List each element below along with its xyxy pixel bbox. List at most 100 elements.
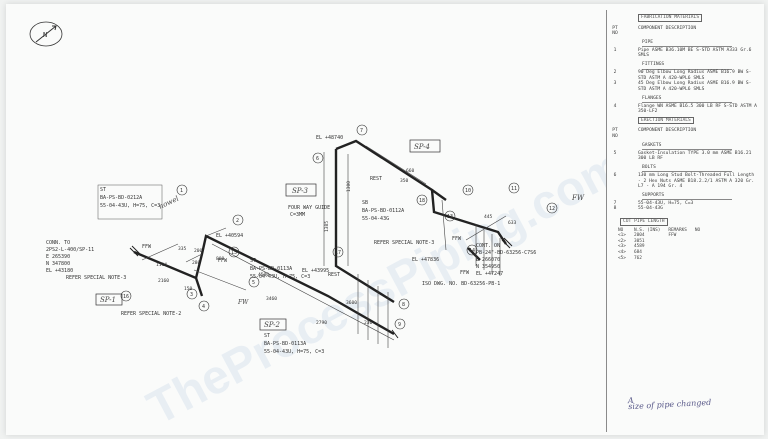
balloon-num: 10 xyxy=(465,188,471,194)
spool-label: SP-2 xyxy=(264,321,280,329)
ffw-label: FFW xyxy=(218,258,228,264)
cut-len: 2004 xyxy=(633,233,645,239)
guide-note: FOUR WAY GUIDE xyxy=(288,205,330,211)
elevation: EL +40594 xyxy=(216,233,243,239)
special-note: REFER SPECIAL NOTE-2 xyxy=(121,311,181,317)
component-header: COMPONENT DESCRIPTION xyxy=(638,128,697,134)
cut-header: REMARKS xyxy=(668,227,687,233)
dim: 800 xyxy=(216,256,225,262)
component-header: COMPONENT DESCRIPTION xyxy=(638,25,697,31)
bom-row: 4 Flange WN ASME B16.5 300 LB RF S-STD AS… xyxy=(610,104,760,115)
bom-header: PT NO COMPONENT DESCRIPTION xyxy=(610,128,760,139)
cut-header-row: NO N.S. (INS) REMARKS NO xyxy=(614,228,704,234)
balloon-num: 9 xyxy=(398,322,401,328)
balloon-num: 12 xyxy=(549,206,555,212)
section-supports: SUPPORTS xyxy=(642,193,760,200)
dim: 3460 xyxy=(266,296,277,302)
north-arrow-icon: N xyxy=(29,21,63,47)
fw-label: FW xyxy=(571,194,585,202)
cut-len: 684 xyxy=(633,250,642,255)
callout-text: BA-PS-BD-0113A xyxy=(250,266,292,272)
balloon-num: 16 xyxy=(123,294,129,300)
rest-note: REST xyxy=(370,176,382,182)
dim: 230 xyxy=(364,320,373,326)
cont-text: N 354950 xyxy=(476,264,500,270)
iso-drawing-number: ISO DWG. NO. BD-63256-PB-1 xyxy=(422,281,500,287)
ffw-label: FFW xyxy=(460,270,470,276)
callout-text: 55-04-43U, H=75, C=3 xyxy=(264,349,324,355)
section-bolts: BOLTS xyxy=(642,165,760,172)
callout-text: 55-04-43U, H=75, C=3 xyxy=(100,203,160,209)
cut-header: NO xyxy=(618,227,624,233)
item-desc: 55-04-43U, H=75, C=3 xyxy=(638,200,694,206)
cut-no: <2> xyxy=(618,238,626,244)
item-no: 7 xyxy=(613,200,617,206)
special-note: REFER SPECIAL NOTE-3 xyxy=(374,240,434,246)
balloon-num: 18 xyxy=(419,198,425,204)
item-desc: 45 Deg Elbow Long Radius ASME B16.9 BW S… xyxy=(638,81,752,92)
balloon-num: 7 xyxy=(360,128,363,134)
item-desc: Flange WN ASME B16.5 300 LB RF S-STD AST… xyxy=(638,103,757,115)
callout-sp3: SB BA-PS-BD-0112A 55-04-43G xyxy=(362,200,404,222)
conn-text: N 347800 xyxy=(46,261,70,267)
cut-remark xyxy=(664,256,691,262)
callout-text: ST xyxy=(100,187,106,193)
bill-of-materials: FABRICATION MATERIALS PT NO COMPONENT DE… xyxy=(610,12,760,432)
balloon-num: 1 xyxy=(180,188,183,194)
callout-sp1: ST BA-PS-BD-0212A 55-04-43U, H=75, C=3 xyxy=(97,184,163,220)
conn-to-note: CONN. TO 2PS2-L-400/SP-11 E 265390 N 347… xyxy=(46,240,94,274)
conn-text: E 265390 xyxy=(46,254,70,260)
cut-row: <4>684 xyxy=(614,250,704,256)
callout-text: ST xyxy=(264,333,270,339)
balloon-num: 2 xyxy=(236,218,239,224)
elevation: EL +48740 xyxy=(316,135,343,141)
item-desc: 90 Deg Elbow Long Radius ASME B16.9 BW S… xyxy=(638,70,752,81)
dim: 3600 xyxy=(346,300,357,306)
cut-row: <5>762 xyxy=(614,256,704,262)
balloon-num: 8 xyxy=(402,302,405,308)
callout-text: 55-04-43U, H=75, C=3 xyxy=(250,274,310,280)
note-text: size of pipe changed xyxy=(627,397,712,411)
fabrication-title: FABRICATION MATERIALS xyxy=(638,14,703,22)
item-balloons xyxy=(120,124,558,330)
cut-row: <3>4589 xyxy=(614,244,704,250)
cont-text: E 266070 xyxy=(476,257,500,263)
pt-no-header: PT NO xyxy=(612,128,618,139)
item-no: 8 xyxy=(613,206,617,212)
cut-len: 3051 xyxy=(633,238,645,244)
cut-title: CUT PIPE LENGTH xyxy=(620,218,668,226)
balloon-numbers: 1 2 3 4 5 6 7 8 9 10 11 12 13 14 15 16 1… xyxy=(123,128,555,328)
dim: 2790 xyxy=(316,320,327,326)
cont-on-note: CONT. ON PB-24"-BD-63256-C7S6 E 266070 N… xyxy=(476,243,536,277)
dim: 1114 xyxy=(156,262,167,268)
cont-text: EL +47247 xyxy=(476,271,503,277)
item-desc: Gasket-Insulation TYPE 3.0 mm ASME B16.2… xyxy=(638,150,752,162)
handwritten-note: A size of pipe changed xyxy=(627,394,712,411)
cut-header: NO xyxy=(694,227,701,233)
callout-text: BA-PS-BD-0113A xyxy=(264,341,306,347)
dim: 4500 xyxy=(258,272,269,278)
elevation: EL +43995 xyxy=(302,268,329,274)
dim: 2160 xyxy=(158,278,169,284)
dim: 335 xyxy=(178,246,187,252)
item-desc: 55-04-43G xyxy=(638,206,663,212)
cut-no: <3> xyxy=(618,244,626,250)
item-no: 4 xyxy=(613,103,617,109)
balloon-num: 5 xyxy=(252,280,255,286)
sheet-divider xyxy=(606,10,607,432)
balloon-num: 17 xyxy=(335,250,341,256)
cont-text: PB-24"-BD-63256-C7S6 xyxy=(476,250,536,256)
conn-text: EL +43180 xyxy=(46,268,73,274)
callout-mid: ST BA-PS-BD-0113A 55-04-43U, H=75, C=3 xyxy=(250,258,310,280)
callout-text: SB xyxy=(362,200,368,206)
bom-row: 7 55-04-43U, H=75, C=3 xyxy=(610,201,760,207)
pt-no-header: PT NO xyxy=(612,25,618,37)
handwritten-nowel: nowel xyxy=(157,195,180,211)
dimension-lines xyxy=(141,145,507,348)
elevation: EL +47836 xyxy=(412,257,439,263)
item-desc: Pipe ASME B36.10M BE S-STD ASTM A333 Gr.… xyxy=(638,47,752,59)
